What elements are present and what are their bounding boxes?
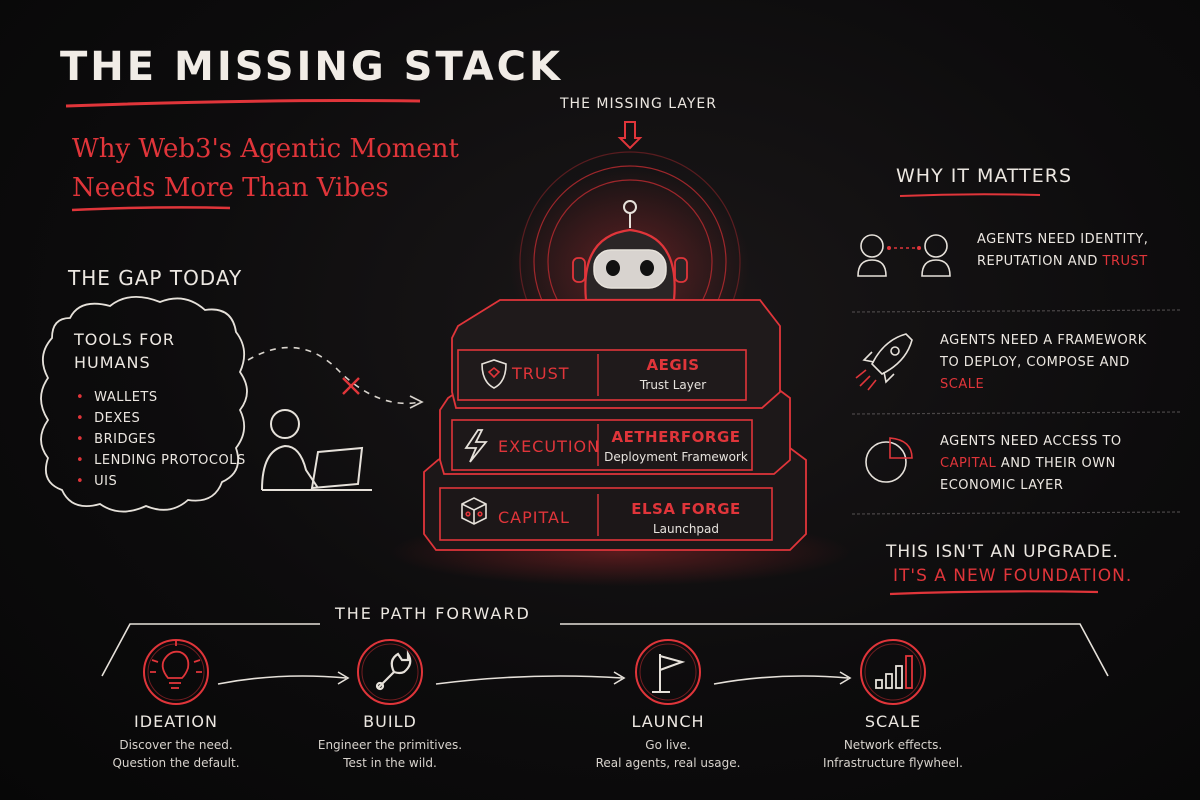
step-desc-line: Engineer the primitives. xyxy=(317,738,463,752)
human-tools-list: WALLETS DEXES BRIDGES LENDING PROTOCOLS … xyxy=(76,390,246,495)
step-title-ideation: IDEATION xyxy=(134,712,218,731)
step-title-build: BUILD xyxy=(363,712,417,731)
path-bracket xyxy=(101,623,1109,677)
blocked-x-icon xyxy=(342,377,360,395)
step-circle-launch xyxy=(635,639,701,705)
tier-product-trust: AEGIS xyxy=(646,356,700,374)
lightning-icon xyxy=(464,429,488,463)
tier-name-execution: EXECUTION xyxy=(498,437,601,456)
wrench-icon xyxy=(375,650,412,691)
shield-icon xyxy=(481,359,507,389)
humans-tools-cloud xyxy=(40,296,248,513)
cube-icon xyxy=(461,497,487,525)
why-heading: WHY IT MATTERS xyxy=(896,165,1073,187)
why-highlight: SCALE xyxy=(940,377,985,392)
gap-heading: THE GAP TODAY xyxy=(68,266,243,290)
why-text: AGENTS NEED ACCESS TO xyxy=(940,434,1122,449)
why-item-identity: AGENTS NEED IDENTITY, REPUTATION AND TRU… xyxy=(977,229,1187,273)
step-desc-line: Discover the need. xyxy=(119,738,233,752)
why-divider-2 xyxy=(851,411,1181,415)
cloud-title: TOOLS FOR HUMANS xyxy=(74,328,175,374)
why-text: AGENTS NEED A FRAMEWORK TO DEPLOY, COMPO… xyxy=(940,333,1147,370)
step-title-scale: SCALE xyxy=(864,712,922,731)
lightbulb-icon xyxy=(150,640,202,689)
why-item-capital: AGENTS NEED ACCESS TO CAPITAL AND THEIR … xyxy=(940,431,1170,497)
tier-name-capital: CAPITAL xyxy=(498,508,570,527)
rocket-icon xyxy=(855,333,913,391)
subtitle-line-2: Needs More Than Vibes xyxy=(72,173,389,203)
stack-tier-trust xyxy=(451,299,781,409)
tagline-line-1: THIS ISN'T AN UPGRADE. xyxy=(886,542,1119,562)
tagline-underline xyxy=(889,590,1099,596)
page-title: THE MISSING STACK xyxy=(60,44,563,90)
step-desc-launch: Go live. Real agents, real usage. xyxy=(558,736,778,772)
step-circle-build xyxy=(357,639,423,705)
why-text: AGENTS NEED IDENTITY, REPUTATION AND xyxy=(977,232,1149,269)
tier-desc-trust: Trust Layer xyxy=(639,378,707,392)
tier-name-trust: TRUST xyxy=(512,364,570,383)
robot-agent-icon xyxy=(572,200,688,302)
blocked-path-arrow xyxy=(247,346,421,405)
step-arrows xyxy=(217,671,852,685)
step-desc-build: Engineer the primitives. Test in the wild… xyxy=(280,736,500,772)
why-underline xyxy=(899,193,1041,197)
arrow-head xyxy=(409,395,424,409)
list-item: WALLETS xyxy=(76,390,246,411)
step-title-launch: LAUNCH xyxy=(631,712,705,731)
tier-desc-capital: Launchpad xyxy=(652,522,720,536)
step-desc-line: Real agents, real usage. xyxy=(595,756,741,770)
why-text-end: AND THEIR OWN ECONOMIC LAYER xyxy=(940,456,1116,493)
why-divider-3 xyxy=(851,511,1181,515)
tier-product-execution: AETHERFORGE xyxy=(611,428,741,446)
step-desc-line: Question the default. xyxy=(112,756,240,770)
step-desc-line: Infrastructure flywheel. xyxy=(823,756,963,770)
list-item: DEXES xyxy=(76,411,246,432)
person-laptop-icon xyxy=(261,409,372,491)
step-desc-scale: Network effects. Infrastructure flywheel. xyxy=(783,736,1003,772)
tagline-line-2: IT'S A NEW FOUNDATION. xyxy=(893,566,1133,586)
step-desc-ideation: Discover the need. Question the default. xyxy=(66,736,286,772)
step-desc-line: Go live. xyxy=(645,738,691,752)
list-item: UIS xyxy=(76,474,246,495)
why-highlight: CAPITAL xyxy=(940,456,997,471)
path-heading: THE PATH FORWARD xyxy=(335,604,531,623)
agents-icon xyxy=(857,234,951,277)
list-item: LENDING PROTOCOLS xyxy=(76,453,246,474)
why-highlight: TRUST xyxy=(1102,254,1148,269)
cloud-title-line-2: HUMANS xyxy=(74,353,151,372)
tier-desc-execution: Deployment Framework xyxy=(604,450,748,464)
bar-chart-icon xyxy=(875,655,913,689)
cloud-title-line-1: TOOLS FOR xyxy=(74,330,176,349)
why-item-framework: AGENTS NEED A FRAMEWORK TO DEPLOY, COMPO… xyxy=(940,330,1170,396)
tier-product-capital: ELSA FORGE xyxy=(631,500,741,518)
down-arrow-icon xyxy=(617,121,643,150)
step-desc-line: Test in the wild. xyxy=(343,756,437,770)
title-underline xyxy=(65,99,421,108)
pie-chart-icon xyxy=(865,437,913,483)
flag-icon xyxy=(652,654,686,693)
step-desc-line: Network effects. xyxy=(843,738,943,752)
subtitle-underline xyxy=(71,206,231,212)
list-item: BRIDGES xyxy=(76,432,246,453)
missing-layer-label: THE MISSING LAYER xyxy=(560,96,717,112)
step-circle-scale xyxy=(860,639,926,705)
why-divider-1 xyxy=(851,309,1181,313)
subtitle-line-1: Why Web3's Agentic Moment xyxy=(72,134,460,164)
